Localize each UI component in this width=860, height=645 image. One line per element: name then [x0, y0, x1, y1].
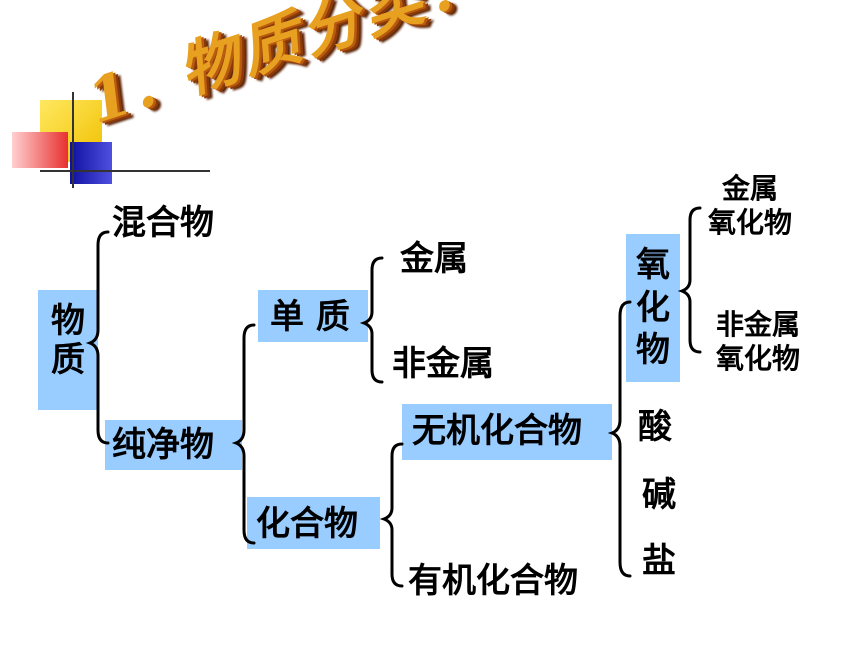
pure-label: 纯净物: [112, 425, 214, 465]
metal-oxide-label: 金属 氧化物: [707, 172, 792, 239]
bracket-element: [359, 256, 384, 384]
matter-box: [38, 290, 98, 410]
base-label: 碱: [642, 475, 676, 515]
bracket-oxide: [677, 206, 702, 354]
deco-horizontal-line: [40, 170, 210, 172]
compound-box: [247, 497, 380, 549]
deco-red-square: [12, 132, 68, 168]
deco-blue-square: [70, 142, 112, 184]
bracket-matter: [85, 230, 110, 445]
element-box: [258, 290, 368, 342]
acid-label: 酸: [638, 407, 672, 447]
bracket-pure: [231, 323, 256, 545]
nonmetal-oxide-label: 非金属 氧化物: [715, 308, 800, 375]
metal-label: 金属: [400, 239, 468, 279]
bracket-inorganic: [607, 300, 632, 578]
organic-label: 有机化合物: [408, 561, 578, 601]
nonmetal-label: 非金属: [392, 344, 494, 384]
oxide-box: [626, 234, 680, 382]
matter-label: 物 质: [51, 301, 85, 381]
mixture-label: 混合物: [112, 203, 214, 243]
element-label: 单 质: [270, 297, 350, 337]
compound-label: 化合物: [256, 504, 358, 544]
deco-vertical-line: [72, 92, 74, 188]
pure-box: [105, 420, 242, 470]
oxide-label: 氧 化 物: [636, 245, 670, 370]
inorganic-box: [402, 404, 612, 460]
salt-label: 盐: [642, 541, 676, 581]
bracket-compound: [379, 442, 404, 588]
inorganic-label: 无机化合物: [412, 411, 582, 451]
